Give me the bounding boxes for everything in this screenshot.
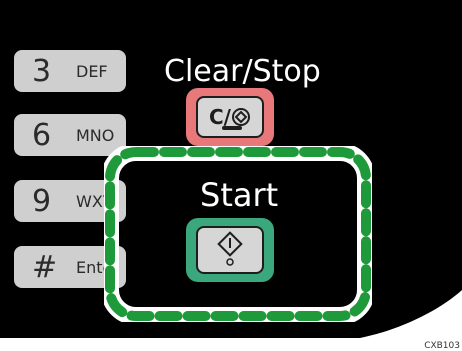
figure-code: CXB103 — [424, 341, 460, 351]
key-3[interactable]: 3 DEF — [14, 50, 126, 92]
start-highlight — [186, 218, 274, 282]
clear-stop-button[interactable]: C/ — [196, 96, 264, 138]
start-label: Start — [200, 176, 279, 214]
start-button[interactable] — [196, 226, 264, 274]
stop-icon — [231, 108, 250, 126]
key-hash-symbol: # — [32, 249, 58, 285]
clear-stop-underline — [222, 126, 242, 130]
clear-stop-label: Clear/Stop — [164, 54, 321, 89]
start-dashed-outline — [104, 146, 372, 322]
key-9-digit: 9 — [32, 183, 52, 219]
key-3-letters: DEF — [76, 61, 108, 81]
clear-symbol: C/ — [209, 105, 231, 129]
key-3-digit: 3 — [32, 53, 52, 89]
start-icon — [217, 231, 243, 266]
key-6-letters: MNO — [76, 125, 115, 145]
key-6[interactable]: 6 MNO — [14, 114, 126, 156]
key-6-digit: 6 — [32, 117, 52, 153]
clear-stop-highlight: C/ — [186, 88, 274, 146]
